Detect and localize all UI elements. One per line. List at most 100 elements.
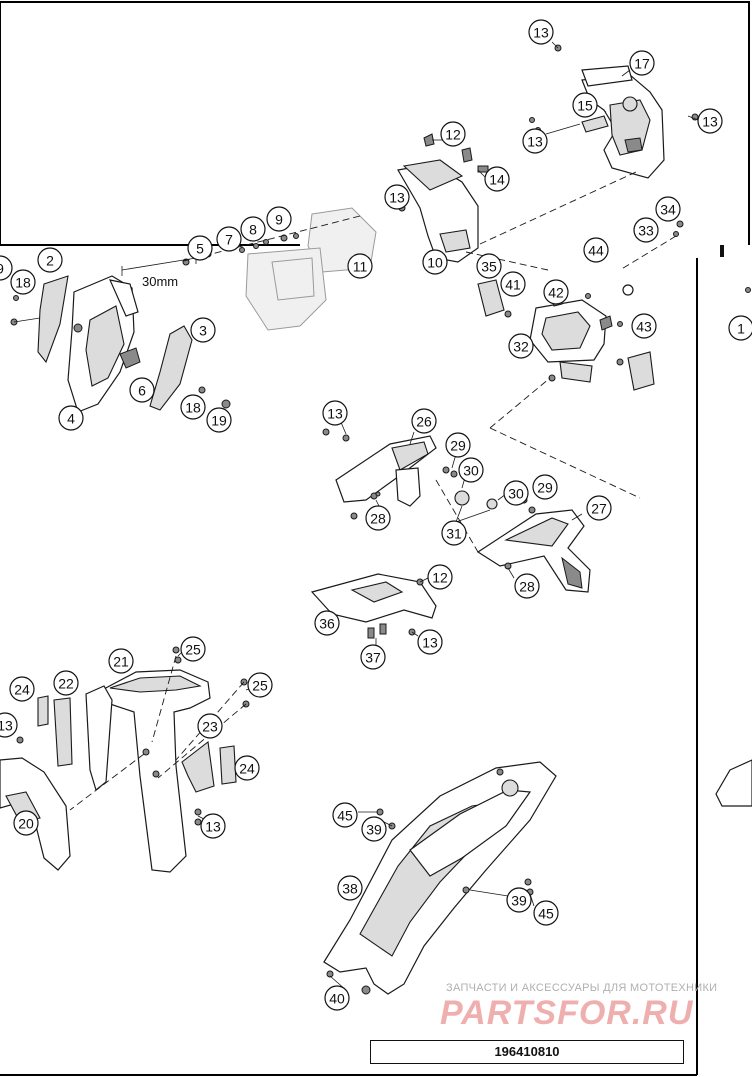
- callout-circle: [240, 216, 266, 242]
- callout-number: 4: [67, 411, 75, 427]
- callout-c28b: 28: [514, 573, 540, 599]
- watermark-caption: ЗАПЧАСТИ И АКСЕССУАРЫ ДЛЯ МОТОТЕХНИКИ: [446, 982, 718, 994]
- callout-number: 37: [365, 650, 381, 666]
- callout-c39a: 39: [361, 816, 387, 842]
- callout-c22: 22: [53, 670, 79, 696]
- callout-number: 17: [634, 56, 650, 72]
- callout-number: 36: [319, 616, 335, 632]
- callout-number: 29: [537, 480, 553, 496]
- callout-circle: [216, 226, 242, 252]
- callout-c39b: 39: [506, 887, 532, 913]
- callout-c1: 1: [728, 315, 752, 341]
- callout-circle: [180, 636, 206, 662]
- callout-c23: 23: [197, 713, 223, 739]
- callout-circle: [427, 564, 453, 590]
- headlight-mask: [67, 275, 141, 413]
- callout-circle: [180, 394, 206, 420]
- callout-c3: 3: [190, 317, 216, 343]
- callout-number: 40: [329, 991, 345, 1007]
- callout-c21: 21: [108, 648, 134, 674]
- callout-circle: [543, 279, 569, 305]
- callout-number: 1: [737, 321, 745, 337]
- splash-guard: [310, 573, 437, 650]
- callout-c13b: 13: [697, 108, 723, 134]
- callout-circle: [361, 816, 387, 842]
- callout-circle: [0, 712, 18, 738]
- callout-circle: [458, 457, 484, 483]
- callout-c42: 42: [543, 279, 569, 305]
- callout-circle: [187, 235, 213, 261]
- callout-c13h: 13: [200, 813, 226, 839]
- callout-circle: [441, 520, 467, 546]
- callout-circle: [247, 672, 273, 698]
- callout-circle: [631, 313, 657, 339]
- callout-number: 13: [327, 406, 343, 422]
- callout-number: 8: [249, 222, 257, 238]
- callout-circle: [365, 505, 391, 531]
- callout-number: 13: [422, 635, 438, 651]
- side-panel-left: [37, 275, 69, 364]
- callout-number: 27: [591, 501, 607, 517]
- callout-c11: 11: [347, 253, 373, 279]
- callout-circle: [440, 121, 466, 147]
- callout-c4: 4: [58, 405, 84, 431]
- callout-circle: [332, 802, 358, 828]
- callout-c13c: 13: [522, 128, 548, 154]
- callout-c17: 17: [629, 50, 655, 76]
- callout-circle: [411, 408, 437, 434]
- callout-c13e: 13: [322, 400, 348, 426]
- callout-number: 18: [185, 400, 201, 416]
- callout-number: 41: [505, 277, 521, 293]
- callout-circle: [58, 405, 84, 431]
- callout-circle: [200, 813, 226, 839]
- callout-number: 30: [508, 486, 524, 502]
- rear-light-cluster: [397, 159, 479, 263]
- callout-circle: [108, 648, 134, 674]
- callout-c25a: 25: [180, 636, 206, 662]
- callout-number: 11: [353, 259, 368, 275]
- callout-c13f: 13: [417, 629, 443, 655]
- callout-number: 28: [370, 511, 386, 527]
- callout-circle: [445, 432, 471, 458]
- callout-number: 38: [342, 881, 358, 897]
- callout-circle: [37, 247, 63, 273]
- callout-c29b: 29: [532, 474, 558, 500]
- callout-circle: [728, 315, 752, 341]
- callout-circle: [384, 184, 410, 210]
- callout-circle: [324, 985, 350, 1011]
- callout-circle: [206, 407, 232, 433]
- callout-circle: [190, 317, 216, 343]
- callout-c27: 27: [586, 495, 612, 521]
- callout-number: 26: [416, 414, 432, 430]
- callout-circle: [347, 253, 373, 279]
- callout-circle: [129, 377, 155, 403]
- callout-number: 23: [202, 719, 218, 735]
- callout-circle: [322, 400, 348, 426]
- callout-circle: [586, 495, 612, 521]
- callout-c9b: 9: [0, 255, 13, 281]
- callout-circle: [572, 92, 598, 118]
- callout-number: 39: [511, 893, 527, 909]
- callout-number: 5: [196, 241, 204, 257]
- callout-number: 9: [0, 261, 4, 277]
- callout-number: 9: [275, 212, 283, 228]
- callout-c30b: 30: [503, 480, 529, 506]
- leader-lines-tail: [329, 811, 535, 991]
- callout-c5: 5: [187, 235, 213, 261]
- callout-c28a: 28: [365, 505, 391, 531]
- callout-circle: [528, 19, 554, 45]
- callout-c30a: 30: [458, 457, 484, 483]
- callout-circle: [655, 196, 681, 222]
- callout-c35: 35: [476, 253, 502, 279]
- callout-number: 13: [702, 114, 718, 130]
- callout-c32: 32: [508, 333, 534, 359]
- dimension-label: 30mm: [142, 274, 179, 289]
- callout-c26: 26: [411, 408, 437, 434]
- callout-c12b: 12: [427, 564, 453, 590]
- callout-circle: [9, 676, 35, 702]
- fender-bracket: [181, 740, 237, 826]
- callout-circle: [508, 333, 534, 359]
- callout-number: 35: [481, 259, 497, 275]
- subframe-bracket-left: [322, 428, 458, 520]
